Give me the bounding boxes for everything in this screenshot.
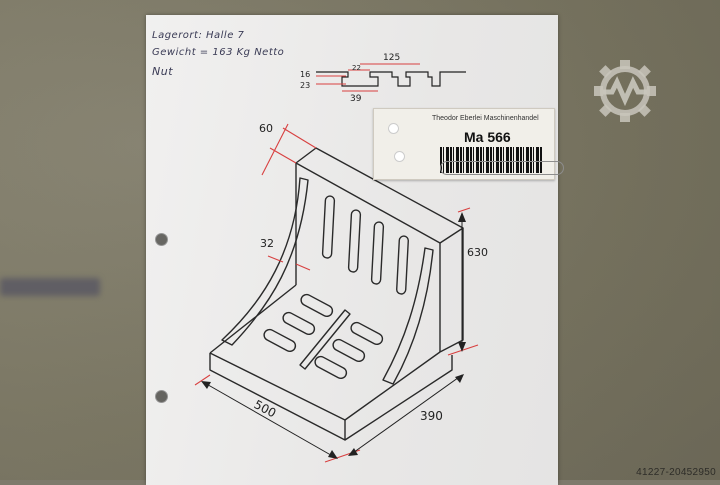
barcode <box>440 147 542 173</box>
drawing-sheet <box>146 15 558 485</box>
dim-wall-thickness: 60 <box>259 122 273 135</box>
dim-bottom-width: 39 <box>350 94 362 104</box>
card-hole-bottom <box>394 151 405 162</box>
image-id-text: 41227-20452950 <box>636 467 716 478</box>
dim-height: 630 <box>467 246 488 259</box>
inventory-label-card: Theodor Eberlei Maschinenhandel Ma 566 <box>373 108 564 180</box>
dim-pitch: 125 <box>383 53 400 63</box>
dim-rib-thickness: 32 <box>260 237 274 250</box>
label-company-name: Theodor Eberlei Maschinenhandel <box>432 115 539 122</box>
note-storage-location: Lagerort: Halle 7 <box>152 30 245 41</box>
label-item-id: Ma 566 <box>464 129 511 145</box>
card-hole-top <box>388 123 399 134</box>
dim-width: 390 <box>420 409 443 423</box>
dim-top-width: 22 <box>352 64 361 72</box>
wall-stain <box>0 278 100 296</box>
gear-with-m-logo-icon <box>594 60 656 122</box>
dim-bottom-depth: 23 <box>300 81 310 90</box>
dim-top-depth: 16 <box>300 70 310 79</box>
note-slot: Nut <box>152 65 174 78</box>
note-weight: Gewicht = 163 Kg Netto <box>152 47 285 58</box>
paper-clip <box>440 161 564 175</box>
